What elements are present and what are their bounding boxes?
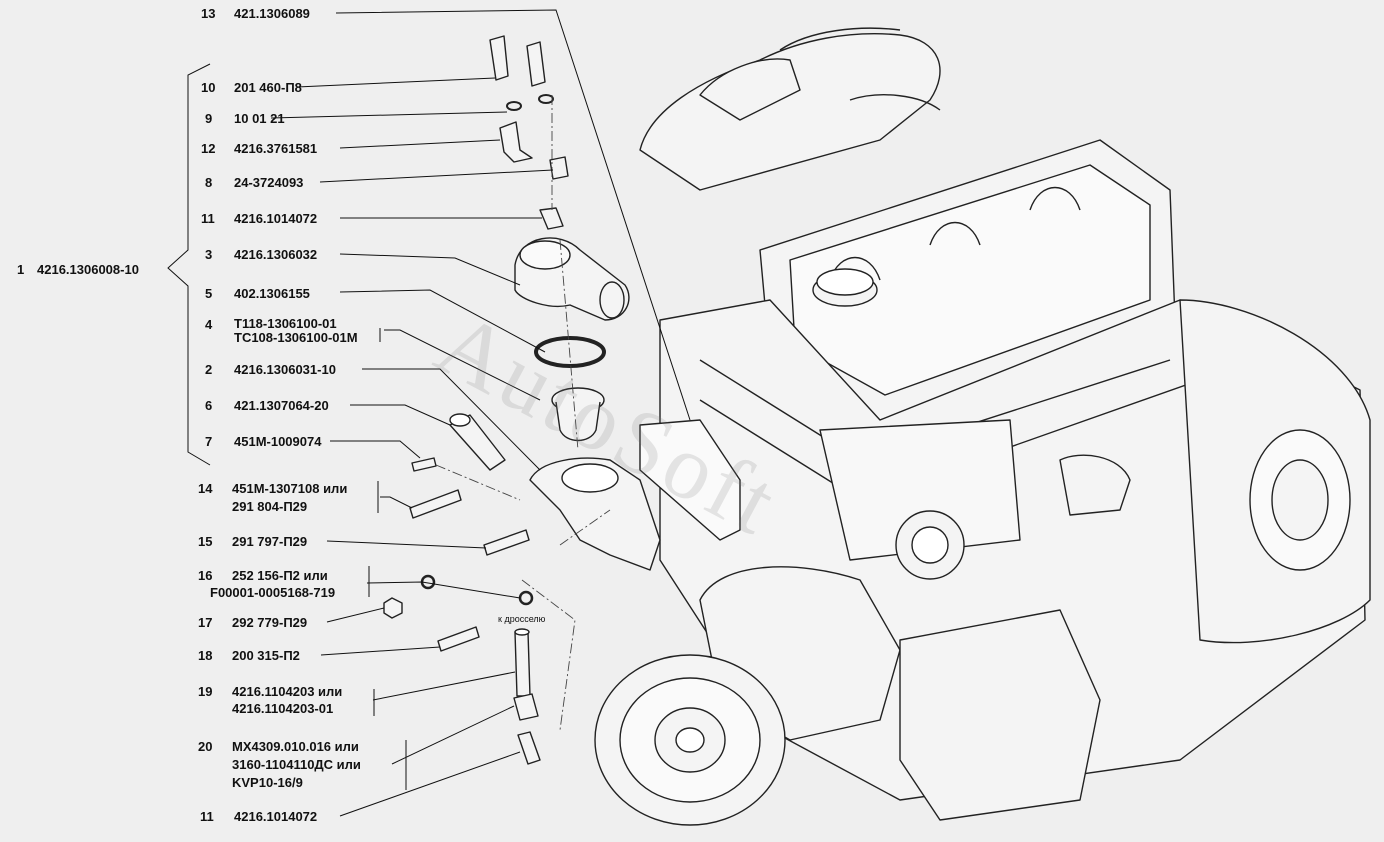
callout-7-code: 451М-1009074 (234, 434, 322, 449)
callout-16-code-1: 252 156-П2 или (232, 568, 328, 583)
callout-4-code-2: ТС108-1306100-01М (234, 330, 358, 345)
callout-16-number: 16 (198, 568, 213, 583)
callout-15-code: 291 797-П29 (232, 534, 308, 549)
callout-19-number: 19 (198, 684, 213, 699)
throttle-note: к дросселю (498, 614, 546, 624)
callout-14-number: 14 (198, 481, 213, 496)
callout-9-number: 9 (205, 111, 213, 126)
callout-18-number: 18 (198, 648, 213, 663)
callout-3-code: 4216.1306032 (234, 247, 318, 262)
callout-10-code: 201 460-П8 (234, 80, 302, 95)
assembly-code: 4216.1306008-10 (37, 262, 139, 277)
callout-14-code-2: 291 804-П29 (232, 499, 308, 514)
callout-11-lower-number: 11 (200, 809, 214, 824)
callout-19-code-1: 4216.1104203 или (232, 684, 343, 699)
callout-8-number: 8 (205, 175, 213, 190)
callout-18-code: 200 315-П2 (232, 648, 300, 663)
callout-20-code-3: KVP10-16/9 (232, 775, 303, 790)
callout-12-number: 12 (201, 141, 216, 156)
callout-13-number: 13 (201, 6, 216, 21)
callout-20-code-2: 3160-1104110ДС или (232, 757, 361, 772)
callout-10-number: 10 (201, 80, 216, 95)
callout-20-code-1: МХ4309.010.016 или (232, 739, 359, 754)
callout-6-number: 6 (205, 398, 213, 413)
callout-2-number: 2 (205, 362, 213, 377)
callout-5-code: 402.1306155 (234, 286, 310, 301)
callout-2-code: 4216.1306031-10 (234, 362, 336, 377)
callout-5-number: 5 (205, 286, 213, 301)
callout-14-code-1: 451М-1307108 или (232, 481, 348, 496)
callout-12-code: 4216.3761581 (234, 141, 318, 156)
callout-17-code: 292 779-П29 (232, 615, 308, 630)
callout-17-number: 17 (198, 615, 213, 630)
callout-3-number: 3 (205, 247, 213, 262)
callout-16-code-2: F00001-0005168-719 (210, 585, 336, 600)
callout-9-code: 10 01 21 (234, 111, 285, 126)
callout-20-number: 20 (198, 739, 213, 754)
callout-15-number: 15 (198, 534, 213, 549)
callout-19-code-2: 4216.1104203-01 (232, 701, 334, 716)
callout-8-code: 24-3724093 (234, 175, 304, 190)
callout-4-number: 4 (205, 317, 213, 332)
assembly-number: 1 (17, 262, 25, 277)
callout-11-lower-code: 4216.1014072 (234, 809, 318, 824)
callout-11-number: 11 (201, 211, 215, 226)
callout-13-code: 421.1306089 (234, 6, 310, 21)
callout-6-code: 421.1307064-20 (234, 398, 329, 413)
callout-4-code-1: Т118-1306100-01 (234, 316, 337, 331)
callout-7-number: 7 (205, 434, 213, 449)
callout-11-code: 4216.1014072 (234, 211, 318, 226)
